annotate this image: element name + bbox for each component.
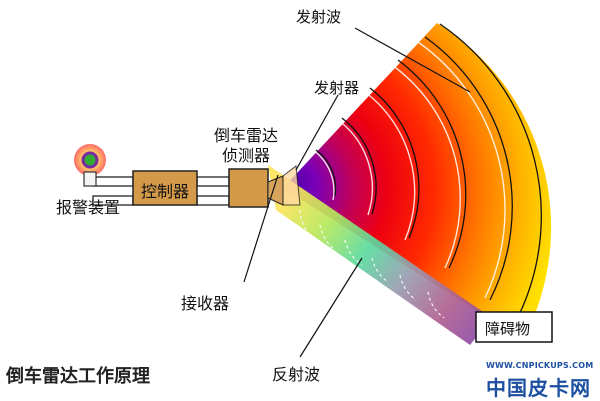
controller-box-shape [132,170,198,206]
receiver-label: 接收器 [181,294,230,313]
detector-box-shape [228,168,269,208]
alarm-light-icon [74,144,106,187]
watermark-url: WWW.CNPICKUPS.COM [486,361,594,370]
detector-label-line2: 侦测器 [222,146,271,165]
wave-arcs-dark [315,23,542,324]
emitted-wave-label: 发射波 [296,8,342,26]
obstacle-label: 障碍物 [485,320,531,338]
obstacle-box [475,311,553,343]
controller-label: 控制器 [141,182,190,201]
emitter-label: 发射器 [314,79,360,97]
diagram-title: 倒车雷达工作原理 [6,366,150,387]
leader-lines [243,27,471,358]
wave-arcs [312,41,506,299]
alarm-label: 报警装置 [56,198,121,217]
reflected-wave-label: 反射波 [272,365,321,384]
detector-label-line1: 倒车雷达 [214,126,279,145]
reflected-arcs [299,209,445,319]
watermark-name: 中国皮卡网 [486,376,591,400]
reflected-wave-band [268,165,492,345]
